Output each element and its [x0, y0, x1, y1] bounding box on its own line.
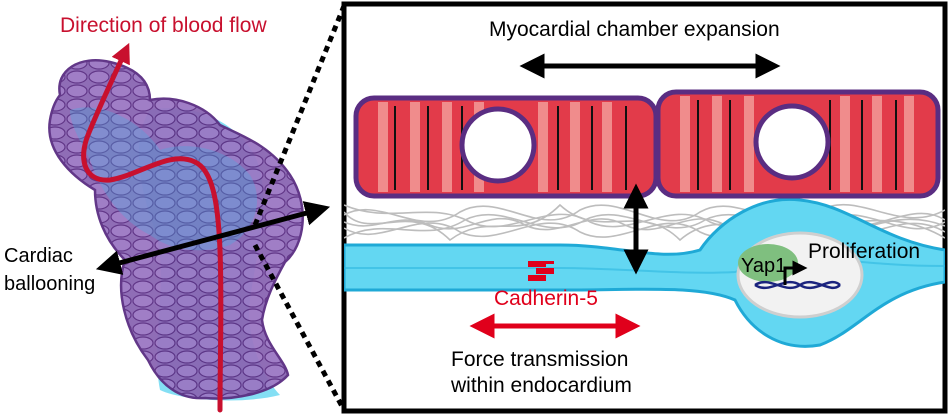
cadherin-icon — [528, 261, 554, 281]
dna-strand — [754, 280, 841, 290]
cardiomyocyte-left — [353, 95, 659, 199]
yap1-blob — [738, 244, 798, 282]
ballooning-label-line2: ballooning — [4, 273, 95, 295]
ballooning-arrow-group: Cardiac ballooning — [4, 201, 331, 295]
chamber-expansion-label: Myocardial chamber expansion — [489, 18, 780, 41]
cardiomyocyte-right — [655, 89, 941, 199]
force-label-line1: Force transmission — [451, 348, 628, 371]
force-label-line2: within endocardium — [450, 374, 632, 397]
ballooning-arrow — [95, 201, 331, 275]
heart-illustration: Direction of blood flow — [48, 14, 304, 413]
blood-flow-path — [81, 42, 224, 413]
sarcomere-stripes-right — [680, 96, 914, 192]
zoom-line-bottom — [252, 243, 347, 412]
cadherin-label: Cadherin-5 — [494, 287, 598, 310]
myocyte-nucleus-left — [459, 106, 537, 184]
blood-flow-label: Direction of blood flow — [60, 14, 267, 37]
transcription-arrow — [783, 260, 808, 285]
myocyte-nucleus-right — [753, 103, 831, 181]
proliferation-label: Proliferation — [808, 240, 920, 263]
yap1-label: Yap1 — [741, 255, 786, 277]
ballooning-label-line1: Cardiac — [4, 245, 73, 267]
